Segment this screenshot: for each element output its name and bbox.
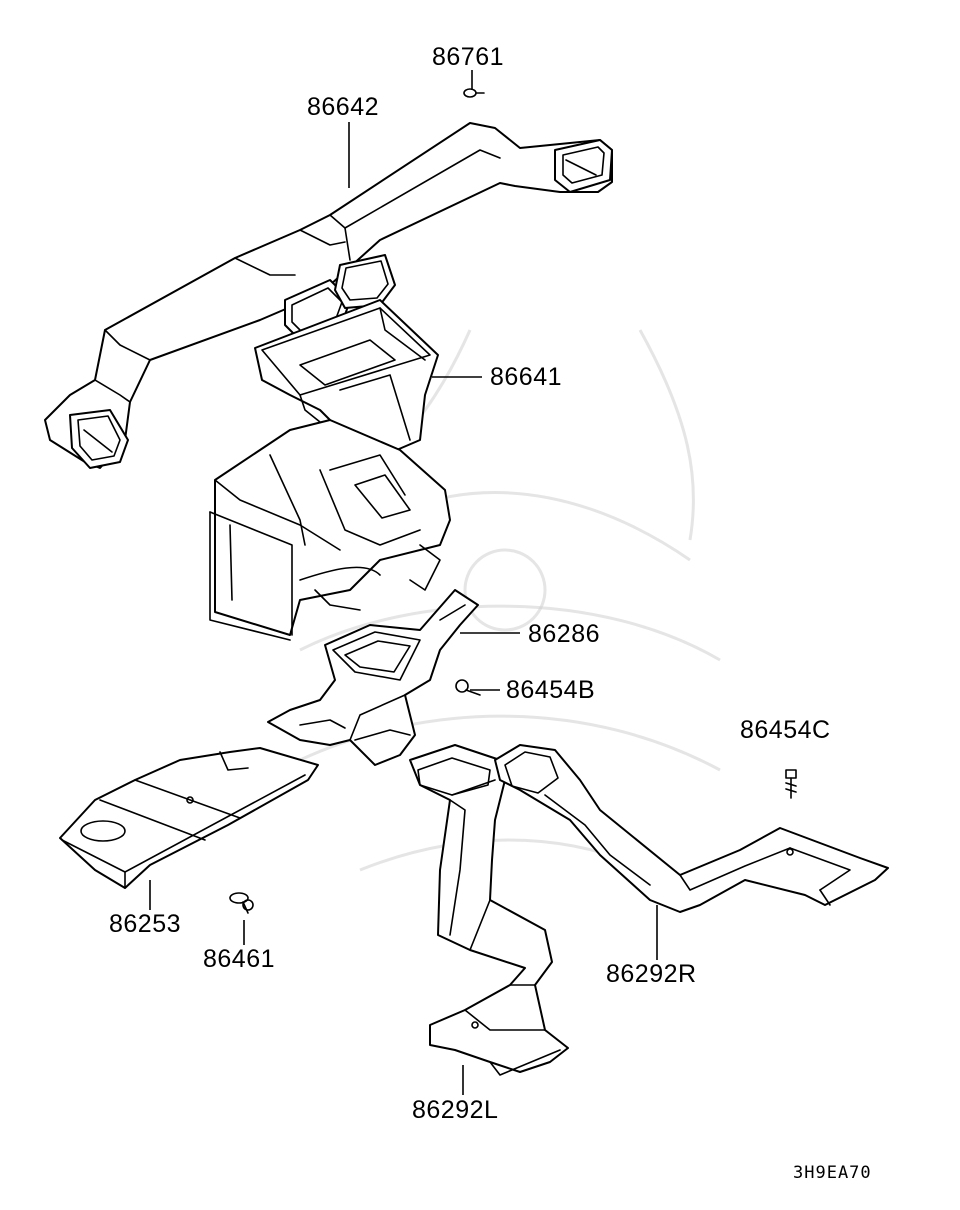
figure-code: 3H9EA70 [793, 1163, 872, 1183]
floor-plate-86253 [59, 747, 319, 889]
callout-86641: 86641 [490, 363, 563, 391]
callout-86454C: 86454C [740, 716, 831, 744]
rear-duct-86292R [494, 744, 889, 913]
callout-86292L: 86292L [412, 1096, 499, 1124]
heater-unit [209, 419, 451, 641]
callout-86461: 86461 [203, 945, 276, 973]
callout-86642: 86642 [307, 93, 380, 121]
leader-lines [149, 70, 658, 1095]
rear-duct-86292L [409, 744, 569, 1076]
screw-86454C [785, 769, 797, 799]
callout-86286: 86286 [528, 620, 601, 648]
callout-86253: 86253 [109, 910, 182, 938]
clip-86461 [229, 892, 254, 914]
floor-duct-86286 [267, 589, 479, 766]
callout-86454B: 86454B [506, 676, 596, 704]
clip-86761 [463, 88, 485, 98]
upper-duct-86642 [44, 122, 613, 469]
callout-86292R: 86292R [606, 960, 697, 988]
screw-86454B [455, 679, 481, 696]
callout-86761: 86761 [432, 43, 505, 71]
